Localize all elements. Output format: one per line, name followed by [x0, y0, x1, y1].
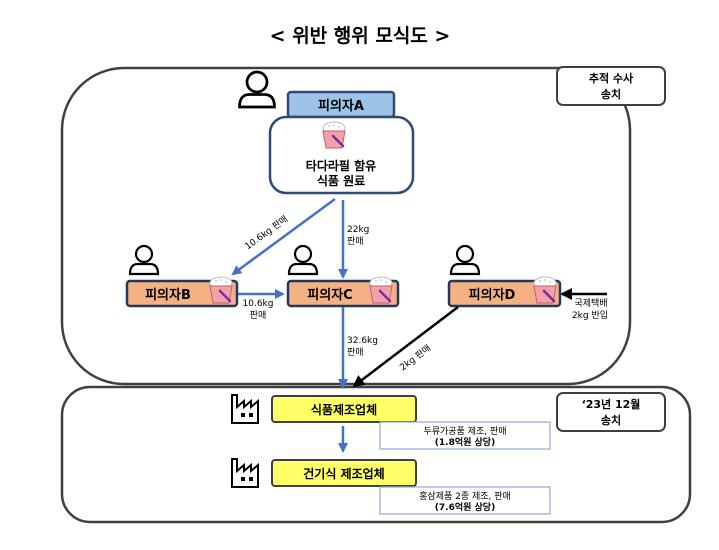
referral-note-line1: ‘23년 12월	[582, 397, 641, 411]
import-line2: 2kg 반입	[572, 309, 608, 321]
suspect-a-label: 피의자A	[318, 98, 364, 114]
suspect-a-material-box	[268, 115, 415, 195]
health-company-label: 건기식 제조업체	[303, 466, 384, 481]
person-icon-d	[449, 244, 481, 276]
flow-a-to-c-line1: 22kg	[347, 225, 369, 235]
factory-icon-food	[231, 394, 259, 424]
powder-cup-icon-c	[368, 275, 394, 305]
person-icon-b	[128, 244, 160, 276]
import-line1: 국제택배	[574, 298, 607, 309]
powder-cup-icon-b	[208, 275, 234, 305]
flow-b-to-c-line1: 10.6kg	[243, 299, 274, 309]
food-company-detail-line1: 두류가공품 제조, 판매	[423, 426, 506, 437]
food-company-detail-box	[379, 421, 551, 450]
powder-cup-icon-d	[532, 275, 558, 305]
health-company-detail-line1: 홍삼제품 2종 제조, 판매	[419, 490, 511, 502]
suspect-b-box	[125, 279, 239, 308]
flow-b-to-c-line2: 판매	[250, 310, 267, 321]
health-company-detail-box	[379, 486, 551, 515]
flow-c-to-factory-line2: 판매	[347, 347, 364, 358]
material-line2: 식품 원료	[317, 173, 365, 188]
food-company-box	[271, 395, 417, 423]
suspect-c-label: 피의자C	[307, 287, 352, 303]
investigation-note-box	[556, 66, 666, 106]
food-company-label: 식품제조업체	[311, 402, 377, 417]
health-company-box	[271, 459, 417, 487]
referral-note-box	[556, 392, 666, 432]
food-company-detail-line2: (1.8억원 상당)	[435, 436, 495, 448]
powder-cup-icon	[321, 120, 347, 150]
referral-region	[60, 385, 692, 524]
investigation-note-line2: 송치	[601, 87, 621, 101]
material-line1: 타다라필 함유	[306, 158, 376, 173]
flow-c-to-factory-line1: 32.6kg	[347, 336, 378, 346]
referral-note-line2: 송치	[601, 413, 621, 427]
flow-a-to-b-label: 10.6kg 판매	[243, 214, 290, 253]
health-company-detail-line2: (7.6억원 상당)	[435, 501, 495, 513]
factory-icon-health	[231, 458, 259, 488]
suspect-b-label: 피의자B	[145, 287, 191, 303]
person-icon-c	[287, 244, 319, 276]
suspect-d-label: 피의자D	[469, 287, 516, 303]
investigation-note-line1: 추적 수사	[589, 71, 634, 85]
arrow-d-to-factory	[352, 306, 459, 388]
diagram-title: < 위반 행위 모식도 >	[270, 25, 451, 47]
flow-a-to-c-line2: 판매	[347, 236, 364, 247]
arrow-a-to-b	[231, 197, 336, 276]
person-icon-a	[238, 70, 276, 109]
